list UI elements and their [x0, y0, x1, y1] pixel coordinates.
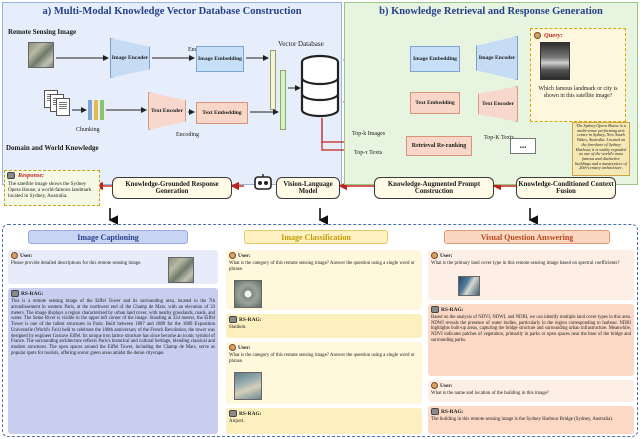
panel-b-title: b) Knowledge Retrieval and Response Gene…	[379, 6, 603, 17]
stadium-image	[234, 280, 262, 308]
vqa-response-card-1: RS-RAG: Based on the analysis of NDVI, N…	[428, 304, 634, 376]
classification-user-label-1: User:	[238, 252, 251, 259]
query-label: Query:	[544, 32, 563, 39]
robot-icon	[431, 408, 439, 415]
captioning-rsrag-label: RS-RAG:	[21, 290, 44, 297]
user-icon	[431, 382, 438, 389]
remote-sensing-label: Remote Sensing Image	[8, 28, 77, 36]
classification-rsrag-label-1: RS-RAG:	[239, 316, 262, 323]
chunk-stripe	[88, 100, 92, 120]
vqa-user-card-2: User: What is the name and location of t…	[428, 380, 634, 402]
vqa-response-card-2: RS-RAG: The building in this remote sens…	[428, 406, 634, 434]
user-icon	[534, 32, 541, 39]
captioning-user-card: User: Please provide detailed descriptio…	[8, 250, 218, 284]
task-arrows	[108, 208, 538, 225]
vqa-question-1: What is the primary land cover type in t…	[431, 261, 620, 266]
vector-column	[270, 50, 276, 110]
vqa-header: Visual Question Answering	[444, 230, 610, 244]
image-encoder-label: Image Encoder	[111, 54, 149, 61]
retrieved-knowledge-text: The Sydney Opera House is a multi-venue …	[572, 122, 630, 176]
vlm-box: Vision-Language Model	[276, 177, 340, 199]
text-encoder-label: Text Encoder	[151, 107, 183, 114]
vqa-answer-2: The building in this remote sensing imag…	[431, 417, 614, 422]
query-text-embedding: Text Embedding	[410, 92, 460, 114]
grounded-response-box: Knowledge-Grounded Response Generation	[112, 177, 232, 199]
vqa-rsrag-label-1: RS-RAG:	[441, 306, 464, 313]
chunking-label: Chunking	[76, 127, 100, 133]
top-t-texts-label: Top-τ Texts	[354, 150, 383, 156]
query-image-encoder-label: Image Encoder	[478, 54, 516, 61]
vector-database-label: Vector Database	[278, 40, 324, 48]
text-embedding-box: Text Embedding	[196, 102, 248, 124]
retrieved-texts-ellipsis: ...	[510, 138, 536, 154]
query-image-embedding: Image Embedding	[410, 46, 460, 72]
chunk-stripe	[94, 100, 98, 120]
context-fusion-box: Knowledge-Conditioned Context Fusion	[516, 177, 616, 199]
query-header: Query:	[534, 32, 563, 39]
retrieval-reranking-box: Retrieval Re-ranking	[406, 136, 472, 156]
vector-column	[280, 70, 286, 130]
domain-knowledge-label: Domain and World Knowledge	[6, 144, 99, 152]
response-label: Response:	[18, 172, 45, 179]
robot-icon	[7, 172, 15, 179]
classification-answer-2: Airport.	[229, 419, 245, 424]
captioning-question: Please provide detailed descriptions for…	[11, 261, 142, 266]
remote-sensing-image	[28, 42, 54, 68]
vqa-rsrag-label-2: RS-RAG:	[441, 408, 464, 415]
robot-icon	[229, 410, 237, 417]
classification-question-2: What is the category of this remote sens…	[229, 353, 415, 364]
classification-answer-1: Stadium.	[229, 325, 247, 330]
robot-icon	[11, 290, 19, 297]
query-text: Which famous landmark or city is shown i…	[538, 86, 618, 99]
user-icon	[11, 252, 18, 259]
airport-image	[234, 372, 262, 400]
top-k-images-label: Top-k Images	[352, 131, 386, 137]
captioning-header: Image Captioning	[28, 230, 188, 244]
user-icon	[229, 344, 236, 351]
robot-icon	[229, 316, 237, 323]
user-icon	[229, 252, 236, 259]
captioning-response-card: RS-RAG: This is a remote sensing image o…	[8, 288, 218, 434]
captioning-user-label: User:	[20, 252, 33, 259]
classification-user-card-1: User: What is the category of this remot…	[226, 250, 422, 310]
image-embedding-box: Image Embedding	[196, 46, 244, 72]
query-image	[540, 42, 570, 80]
vqa-question-2: What is the name and location of the bui…	[431, 391, 550, 396]
vqa-user-label-2: User:	[440, 382, 453, 389]
captioning-answer: This is a remote sensing image of the Ei…	[11, 299, 215, 357]
classification-rsrag-label-2: RS-RAG:	[239, 410, 262, 417]
database-icon	[300, 54, 340, 118]
classification-response-card-1: RS-RAG: Stadium.	[226, 314, 422, 338]
vqa-user-card-1: User: What is the primary land cover typ…	[428, 250, 634, 300]
vqa-user-label-1: User:	[440, 252, 453, 259]
vlm-robot-icon	[254, 174, 272, 190]
panel-a-title: a) Multi-Modal Knowledge Vector Database…	[42, 6, 302, 17]
response-text: The satellite image shows the Sydney Ope…	[8, 181, 92, 199]
classification-response-card-2: RS-RAG: Airport.	[226, 408, 422, 434]
query-text-encoder-label: Text Encoder	[482, 100, 514, 107]
classification-user-card-2: User: What is the category of this remot…	[226, 342, 422, 404]
classification-header: Image Classification	[244, 230, 388, 244]
harbour-image	[458, 276, 480, 296]
chunk-stripe	[100, 100, 104, 120]
eiffel-tower-image	[168, 257, 194, 283]
robot-icon	[431, 306, 439, 313]
document-icon	[56, 98, 70, 116]
top-k-texts-label: Top-K Texts	[484, 135, 514, 141]
response-box	[4, 170, 100, 206]
encoding-bottom-label: Encoding	[176, 132, 199, 138]
augmented-prompt-box: Knowledge-Augmented Prompt Construction	[374, 177, 494, 199]
response-header: Response:	[7, 172, 44, 179]
classification-user-label-2: User:	[238, 344, 251, 351]
classification-question-1: What is the category of this remote sens…	[229, 261, 415, 272]
user-icon	[431, 252, 438, 259]
vqa-answer-1: Based on the analysis of NDVI, NDWI, and…	[431, 315, 631, 343]
